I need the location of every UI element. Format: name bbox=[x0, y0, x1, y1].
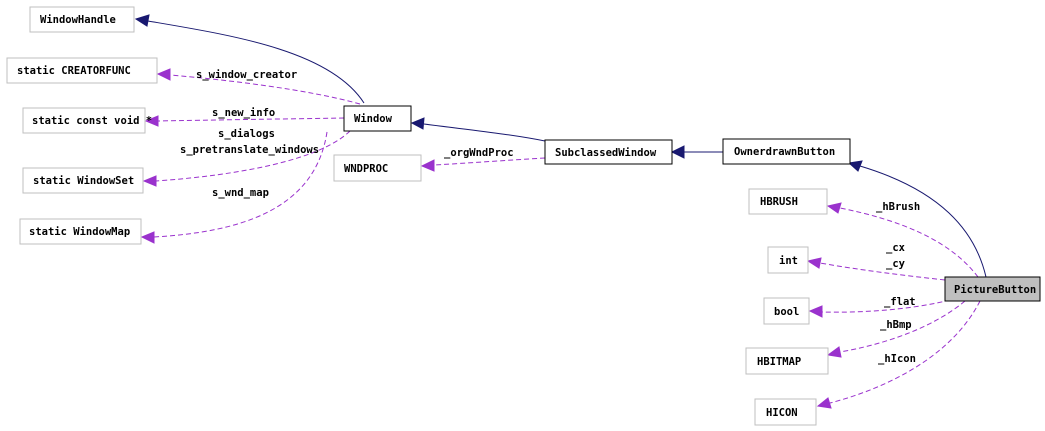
node-hicon[interactable]: HICON bbox=[754, 398, 817, 426]
arrowhead-bool bbox=[808, 305, 823, 318]
svg-text:HICON: HICON bbox=[766, 407, 798, 419]
node-ownerdrawn-button[interactable]: OwnerdrawnButton bbox=[722, 138, 851, 165]
node-static-creatorfunc[interactable]: static CREATORFUNC bbox=[6, 57, 158, 84]
node-static-windowmap[interactable]: static WindowMap bbox=[19, 218, 142, 245]
node-picture-button[interactable]: PictureButton bbox=[944, 276, 1041, 302]
arrowhead-ownerdrawn bbox=[847, 160, 863, 172]
label-hbmp: _hBmp bbox=[880, 319, 912, 331]
svg-text:static WindowMap: static WindowMap bbox=[29, 226, 130, 238]
svg-text:OwnerdrawnButton: OwnerdrawnButton bbox=[734, 146, 835, 158]
node-wndproc[interactable]: WNDPROC bbox=[333, 154, 422, 182]
label-cy: _cy bbox=[886, 258, 906, 270]
node-static-windowset[interactable]: static WindowSet bbox=[22, 167, 144, 194]
edge-s-new-info bbox=[157, 117, 345, 122]
edge-flat bbox=[821, 299, 951, 313]
node-static-const-void[interactable]: static const void * bbox=[22, 107, 152, 134]
label-hicon: _hIcon bbox=[878, 353, 916, 365]
edge-subclassed-to-window bbox=[423, 123, 546, 142]
svg-text:Window: Window bbox=[354, 113, 393, 125]
arrowhead-window bbox=[410, 117, 425, 130]
node-int[interactable]: int bbox=[767, 246, 809, 274]
label-orgwndproc: _orgWndProc bbox=[444, 147, 514, 159]
arrowhead-hbitmap bbox=[826, 346, 842, 358]
arrowhead-creatorfunc bbox=[156, 68, 171, 81]
arrowhead-int bbox=[806, 257, 822, 269]
svg-text:SubclassedWindow: SubclassedWindow bbox=[555, 147, 657, 159]
edge-window-to-windowhandle bbox=[147, 20, 365, 104]
label-hbrush: _hBrush bbox=[876, 201, 920, 213]
svg-text:HBRUSH: HBRUSH bbox=[760, 196, 798, 208]
svg-text:HBITMAP: HBITMAP bbox=[757, 356, 801, 368]
node-window[interactable]: Window bbox=[343, 105, 412, 132]
label-s-pretranslate-windows: s_pretranslate_windows bbox=[180, 144, 319, 156]
label-s-new-info: s_new_info bbox=[212, 107, 275, 119]
node-hbrush[interactable]: HBRUSH bbox=[748, 188, 828, 215]
edge-orgwndproc bbox=[433, 157, 546, 166]
svg-text:static const void *: static const void * bbox=[32, 115, 152, 127]
svg-text:WNDPROC: WNDPROC bbox=[344, 163, 388, 175]
arrowhead-windowset bbox=[142, 175, 157, 187]
edge-hbrush bbox=[839, 207, 979, 278]
svg-text:int: int bbox=[779, 255, 798, 267]
edge-s-dialogs bbox=[155, 130, 351, 182]
edge-hicon bbox=[829, 300, 981, 404]
arrowhead-windowhandle bbox=[134, 14, 150, 27]
arrowhead-hbrush bbox=[826, 202, 842, 214]
svg-text:static WindowSet: static WindowSet bbox=[33, 175, 134, 187]
svg-text:static CREATORFUNC: static CREATORFUNC bbox=[17, 65, 131, 77]
arrowhead-windowmap bbox=[140, 231, 155, 244]
edge-s-window-creator bbox=[169, 74, 361, 105]
label-s-window-creator: s_window_creator bbox=[196, 69, 297, 81]
label-s-wnd-map: s_wnd_map bbox=[212, 187, 269, 199]
svg-text:WindowHandle: WindowHandle bbox=[40, 14, 116, 26]
node-bool[interactable]: bool bbox=[763, 297, 810, 325]
label-flat: _flat bbox=[884, 296, 916, 308]
node-subclassed-window[interactable]: SubclassedWindow bbox=[544, 139, 673, 165]
label-s-dialogs: s_dialogs bbox=[218, 128, 275, 140]
arrowhead-wndproc bbox=[420, 159, 435, 172]
arrowhead-const-void bbox=[144, 115, 159, 127]
arrowhead-hicon bbox=[816, 397, 832, 409]
edge-picturebutton-to-ownerdrawn bbox=[859, 165, 987, 278]
arrowhead-subclassed bbox=[670, 145, 685, 159]
edge-s-wnd-map bbox=[153, 131, 328, 238]
label-cx: _cx bbox=[886, 242, 906, 254]
edge-cx-cy bbox=[819, 262, 946, 281]
edge-hbmp bbox=[839, 300, 966, 353]
svg-text:PictureButton: PictureButton bbox=[954, 284, 1036, 296]
node-window-handle[interactable]: WindowHandle bbox=[29, 6, 135, 33]
svg-text:bool: bool bbox=[774, 306, 799, 318]
node-hbitmap[interactable]: HBITMAP bbox=[745, 347, 829, 375]
